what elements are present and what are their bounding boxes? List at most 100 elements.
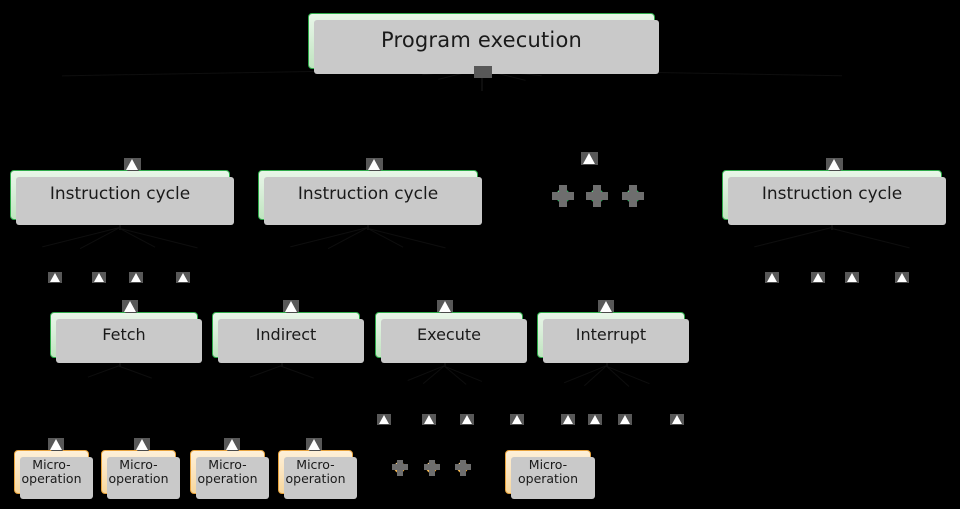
arrowhead-backing-program [474,66,492,78]
connector-indirect-fan-r [281,366,314,379]
arrow-up-micro-4 [308,439,320,450]
node-label-line1: Micro- [208,457,247,472]
ellipsis-cross-v-1 [397,460,403,476]
node-instruction-cycle-3[interactable]: Instruction cycle [722,170,946,225]
node-shadow [20,457,93,499]
connector-program-stem [481,69,483,91]
ellipsis-cross-v-1 [559,185,567,207]
node-instruction-cycle-1[interactable]: Instruction cycle [10,170,234,225]
node-label: Program execution [380,28,582,53]
connector-interrupt-fan-r2 [606,366,630,387]
ellipsis-cross-v-3 [460,460,466,476]
node-shadow [511,457,595,499]
connector-cycle2-fan-l1 [290,227,368,248]
node-label-line1: Micro- [119,457,158,472]
connector-cycle2-fan-r1 [367,228,446,249]
node-shadow [543,319,689,363]
node-shadow [218,319,364,363]
connector-cycle3-stem [831,220,833,230]
node-label: Instruction cycle [297,184,439,205]
arrow-up-micro-mid-7 [620,415,630,424]
node-execute[interactable]: Execute [375,312,527,363]
arrow-up-cycle-1 [126,159,138,170]
node-label: Instruction cycle [49,184,191,205]
node-micro-operation-1[interactable]: Micro- operation [14,450,93,499]
node-shadow [264,177,482,225]
arrow-up-micro-mid-4 [512,415,522,424]
node-shadow [728,177,946,225]
node-label-line2: operation [21,471,82,486]
arrow-up-cycle-3 [828,159,840,170]
node-indirect[interactable]: Indirect [212,312,364,363]
connector-cycle3-fan-r1 [831,228,910,249]
ellipsis-cross-v-2 [429,460,435,476]
arrow-up-execute [439,301,451,312]
connector-cycle2-fan-l2 [327,227,368,250]
arrow-up-indirect [285,301,297,312]
node-shadow [314,20,659,74]
ellipsis-cross-v-3 [629,185,637,207]
connector-indirect-fan-l [249,365,282,378]
ellipsis-micro-operations [392,460,478,478]
arrow-up-micro-1 [50,439,62,450]
arrow-up-interrupt [600,301,612,312]
arrow-up-mid-l3 [131,273,141,282]
arrow-up-micro-mid-3 [462,415,472,424]
arrow-up-micro-mid-6 [590,415,600,424]
node-micro-operation-2[interactable]: Micro- operation [101,450,180,499]
arrow-up-cycle-2 [368,159,380,170]
arrow-up-micro-mid-1 [379,415,389,424]
node-label-line1: Micro- [296,457,335,472]
arrow-up-micro-2 [136,439,148,450]
node-label-line2: operation [517,471,579,486]
connector-interrupt-fan-r1 [606,366,650,385]
node-micro-operation-5[interactable]: Micro- operation [505,450,595,499]
connector-cycle1-stem [119,220,121,230]
arrow-up-mid-l1 [50,273,60,282]
node-interrupt[interactable]: Interrupt [537,312,689,363]
node-fetch[interactable]: Fetch [50,312,202,363]
arrow-up-mid-l4 [178,273,188,282]
node-label-line2: operation [197,471,258,486]
node-shadow [381,319,527,363]
connector-fetch-fan-l [87,365,120,378]
node-program-execution[interactable]: Program execution [308,13,659,74]
connector-cycle1-fan-l2 [79,227,120,250]
node-label: Instruction cycle [761,184,903,205]
node-micro-operation-4[interactable]: Micro- operation [278,450,357,499]
node-label-line2: operation [285,471,346,486]
arrow-up-mid-r2 [813,273,823,282]
connector-interrupt-fan-l1 [563,365,607,384]
arrow-up-fetch [124,301,136,312]
connector-cycle2-fan-r2 [367,228,404,248]
arrow-up-micro-3 [226,439,238,450]
node-label: Micro- operation [285,458,345,486]
node-label: Micro- operation [518,458,578,486]
connector-execute-fan-r2 [444,366,467,385]
arrow-up-micro-mid-5 [563,415,573,424]
connector-cycle1-fan-r2 [119,228,156,248]
connector-cycle1-fan-r1 [119,228,198,249]
node-label: Interrupt [575,325,647,345]
node-shadow [284,457,357,499]
node-micro-operation-3[interactable]: Micro- operation [190,450,269,499]
ellipsis-instruction-cycles [552,184,648,208]
arrow-up-mid-r1 [767,273,777,282]
arrow-up-mid-r4 [897,273,907,282]
node-instruction-cycle-2[interactable]: Instruction cycle [258,170,482,225]
node-label: Fetch [102,325,146,345]
connector-fetch-fan-r [119,366,152,379]
node-label: Micro- operation [197,458,257,486]
arrow-up-cycle-ellipsis [583,153,595,164]
node-label-line2: operation [108,471,169,486]
node-label-line1: Micro- [32,457,71,472]
arrow-up-micro-mid-8 [672,415,682,424]
connector-cycle3-fan-l1 [754,227,832,248]
node-label: Micro- operation [21,458,81,486]
node-label: Micro- operation [108,458,168,486]
arrow-up-mid-r3 [847,273,857,282]
node-shadow [16,177,234,225]
node-label: Indirect [255,325,317,345]
node-shadow [56,319,202,363]
arrow-up-mid-l2 [94,273,104,282]
